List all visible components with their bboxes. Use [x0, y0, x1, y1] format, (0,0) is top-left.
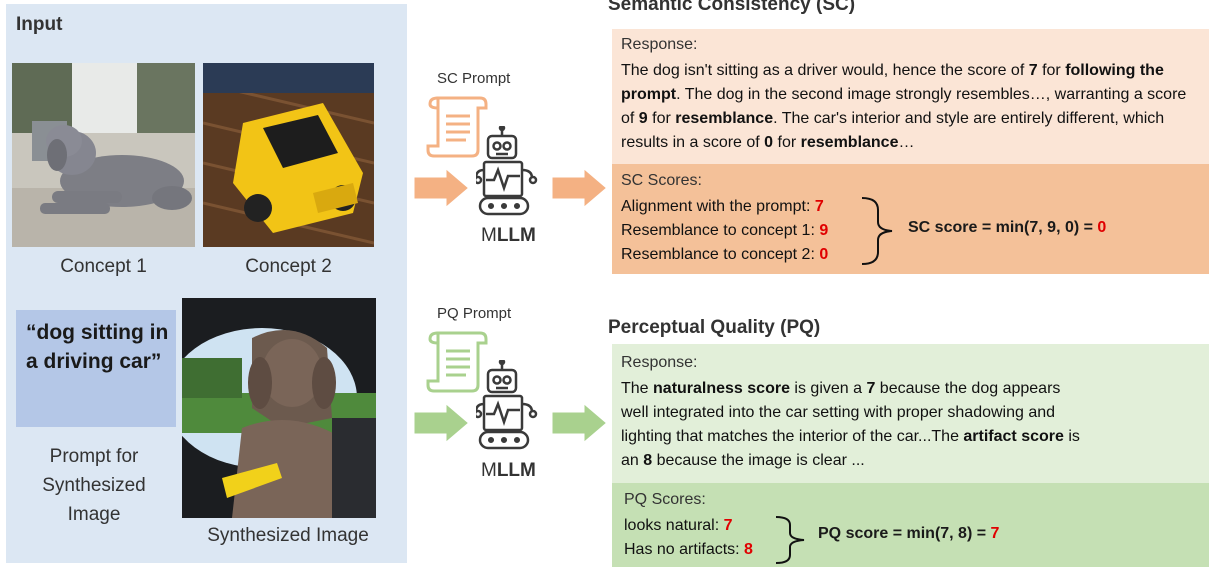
pq-response-segment: is an — [621, 428, 1080, 469]
sc-robot-icon — [476, 126, 538, 216]
pq-response-segment: because the image is clear ... — [652, 452, 865, 469]
pq-response-segment: The — [621, 380, 654, 397]
sc-score-value: 0 — [819, 246, 829, 263]
sc-score-label: Resemblance to concept 2: — [621, 246, 820, 263]
sc-score-value: 7 — [814, 198, 824, 215]
sc-response-segment: . The car's interior and style are entir… — [621, 110, 1165, 151]
concept-1-image — [12, 63, 195, 247]
input-title: Input — [16, 14, 63, 35]
pq-robot-icon — [476, 360, 538, 450]
pq-response-box: Response: The naturalness score is given… — [612, 344, 1209, 483]
sc-response-segment: following the prompt — [621, 62, 1164, 103]
sc-response-segment: for — [647, 110, 676, 127]
sc-title: Semantic Consistency (SC) — [608, 0, 856, 15]
sc-response-segment: 0 — [764, 134, 774, 151]
sc-score-value: 9 — [819, 222, 829, 239]
mllm-bold: LLM — [496, 460, 536, 481]
sc-summary-text: SC score = min(7, 9, 0) = — [908, 219, 1098, 236]
pq-arrow-out — [552, 404, 606, 442]
sc-score-row: Resemblance to concept 1: 9 — [621, 219, 828, 243]
pq-mllm-label: MLLM — [481, 460, 536, 482]
sc-response-segment: for — [1037, 62, 1066, 79]
sc-summary: SC score = min(7, 9, 0) = 0 — [908, 219, 1106, 237]
sc-mllm-label: MLLM — [481, 225, 536, 247]
sc-response-text: The dog isn't sitting as a driver would,… — [621, 59, 1203, 155]
prompt-text: “dog sitting in a driving car” — [26, 321, 169, 373]
sc-score-label: Resemblance to concept 1: — [621, 222, 820, 239]
pq-arrow-in — [414, 404, 468, 442]
mllm-prefix: M — [481, 225, 497, 246]
pq-summary-value: 7 — [990, 525, 1000, 542]
sc-scroll-icon — [426, 96, 488, 158]
pq-summary: PQ score = min(7, 8) = 7 — [818, 525, 999, 543]
pq-score-row: Has no artifacts: 8 — [624, 538, 753, 562]
sc-brace-icon — [861, 197, 893, 265]
sc-response-segment: for — [773, 134, 801, 151]
sc-scores-label: SC Scores: — [621, 172, 702, 189]
pq-score-label: Has no artifacts: — [624, 541, 745, 558]
sc-response-segment: . The dog in the second image strongly r… — [621, 86, 1187, 127]
sc-response-box: Response: The dog isn't sitting as a dri… — [612, 29, 1209, 164]
pq-response-segment: is given a — [789, 380, 867, 397]
pq-response-label: Response: — [621, 354, 698, 371]
pq-response-segment: because the dog appears well integrated … — [621, 380, 1061, 445]
pq-response-segment: 8 — [643, 452, 653, 469]
pq-scores-label: PQ Scores: — [624, 491, 706, 508]
pq-response-segment: 7 — [866, 380, 876, 397]
pq-title: Perceptual Quality (PQ) — [608, 317, 821, 338]
pq-score-value: 8 — [744, 541, 753, 558]
pq-response-segment: artifact score — [963, 428, 1064, 445]
concept-1-caption: Concept 1 — [60, 256, 147, 277]
sc-response-segment: The dog isn't sitting as a driver would,… — [621, 62, 1029, 79]
pq-response-text: The naturalness score is given a 7 becau… — [621, 377, 1091, 473]
mllm-bold: LLM — [496, 225, 536, 246]
sc-arrow-in — [414, 169, 468, 207]
sc-score-row: Alignment with the prompt: 7 — [621, 195, 828, 219]
sc-prompt-label: SC Prompt — [437, 70, 511, 87]
concept-2-image — [203, 63, 374, 247]
pq-score-label: looks natural: — [624, 517, 724, 534]
concept-2-caption: Concept 2 — [245, 256, 332, 277]
sc-score-row: Resemblance to concept 2: 0 — [621, 243, 828, 267]
pq-response-segment: naturalness score — [653, 380, 790, 397]
synthesized-image — [182, 298, 376, 518]
pq-brace-icon — [775, 516, 805, 564]
sc-response-label: Response: — [621, 36, 698, 53]
sc-score-label: Alignment with the prompt: — [621, 198, 815, 215]
prompt-caption: Prompt for Synthesized Image — [42, 446, 146, 525]
pq-score-value: 7 — [723, 517, 733, 534]
pq-summary-text: PQ score = min(7, 8) = — [818, 525, 991, 542]
synthesized-caption: Synthesized Image — [207, 525, 369, 546]
prompt-box — [16, 310, 176, 427]
pq-prompt-label: PQ Prompt — [437, 305, 512, 322]
sc-response-segment: 9 — [638, 110, 648, 127]
sc-response-segment: 7 — [1028, 62, 1038, 79]
mllm-prefix: M — [481, 460, 497, 481]
sc-response-segment: … — [898, 134, 915, 151]
sc-summary-value: 0 — [1097, 219, 1107, 236]
pq-scroll-icon — [426, 331, 488, 393]
sc-arrow-out — [552, 169, 606, 207]
sc-response-segment: resemblance — [675, 110, 774, 127]
pq-score-row: looks natural: 7 — [624, 514, 753, 538]
sc-response-segment: resemblance — [800, 134, 899, 151]
